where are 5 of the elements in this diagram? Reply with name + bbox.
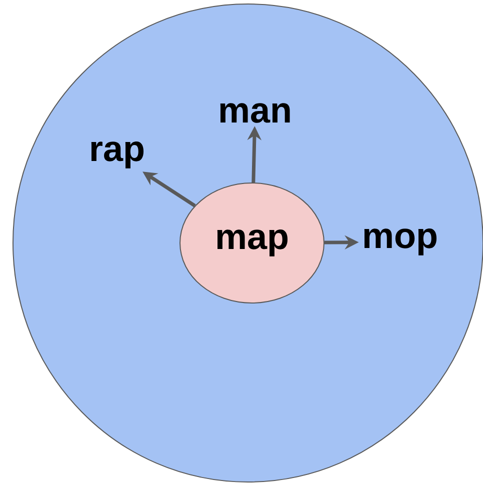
circle bbox=[12, 4, 483, 482]
word-label: man bbox=[220, 103, 290, 123]
ellipse-node: map bbox=[180, 182, 324, 304]
word-label: rap bbox=[91, 142, 144, 168]
word-label: mop bbox=[364, 228, 437, 256]
